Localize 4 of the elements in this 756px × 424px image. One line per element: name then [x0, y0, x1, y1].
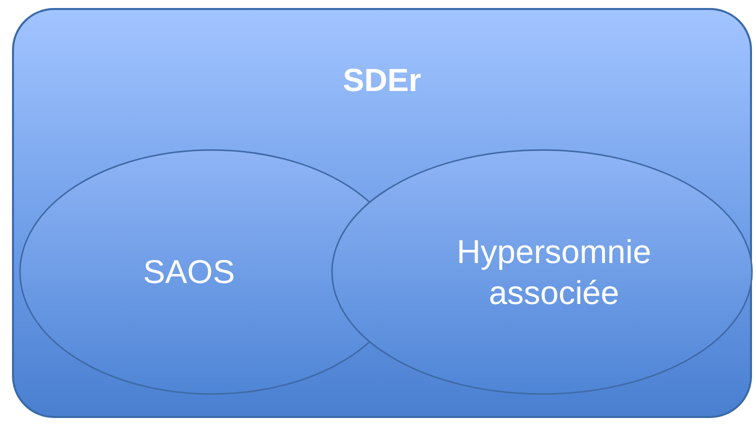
ellipse-label: Hypersomnie associée — [456, 232, 652, 313]
group-box — [12, 8, 752, 418]
group-title: SDEr — [342, 62, 422, 98]
ellipse-label: SAOS — [143, 252, 235, 292]
